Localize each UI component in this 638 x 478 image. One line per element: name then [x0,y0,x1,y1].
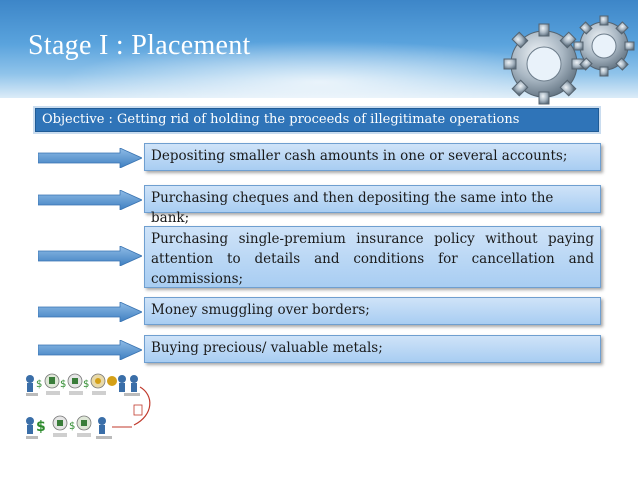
arrow-icon [38,148,142,168]
svg-text:$: $ [83,379,89,390]
slide-title: Stage I : Placement [28,30,251,61]
list-item: Purchasing cheques and then depositing t… [144,185,601,226]
header-glow [60,40,580,110]
arrow-icon [38,246,142,266]
svg-text:$: $ [36,379,42,390]
list-item-text: Buying precious/ valuable metals; [151,340,383,356]
list-item-text: Money smuggling over borders; [151,302,370,318]
list-item-text: Depositing smaller cash amounts in one o… [151,148,568,164]
list-item: Depositing smaller cash amounts in one o… [144,143,601,171]
header-band: Stage I : Placement [0,0,638,110]
list-item: Buying precious/ valuable metals; [144,335,601,363]
svg-text:$: $ [36,419,46,435]
arrow-icon [38,302,142,322]
list-item-text: Purchasing cheques and then depositing t… [151,190,554,226]
list-item: Purchasing single-premium insurance poli… [144,226,601,288]
arrow-icon [38,340,142,360]
svg-text:$: $ [60,379,66,390]
list-item-text: Purchasing single-premium insurance poli… [151,231,594,287]
arrow-icon [38,190,142,210]
money-flow-diagram-icon: $ $ $ $ $ [26,373,151,439]
objective-bar: Objective : Getting rid of holding the p… [35,108,599,132]
gears-icon [503,15,635,105]
svg-text:$: $ [69,421,75,432]
list-item: Money smuggling over borders; [144,297,601,325]
